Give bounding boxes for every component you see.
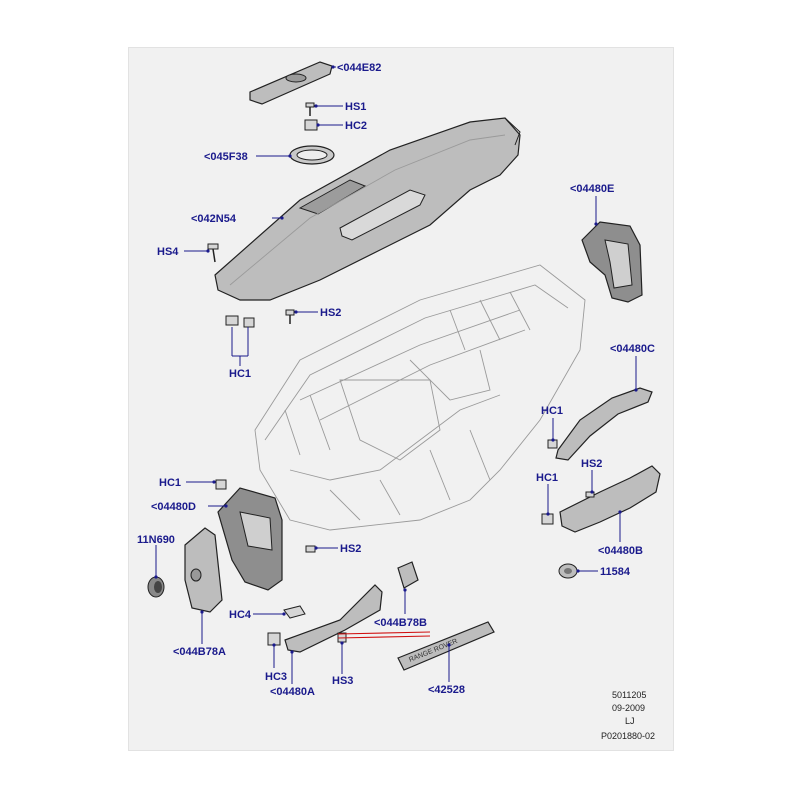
meta-ref: P0201880-02 [601,731,656,741]
label-04480A: <04480A [270,686,315,698]
label-045F38: <045F38 [204,151,248,163]
leader-lines [155,66,637,684]
label-044B78A: <044B78A [173,646,226,658]
meta-initials: LJ [625,716,635,726]
label-hc1-left: HC1 [159,477,181,489]
hs2-left-screw [305,545,316,553]
label-04480D: <04480D [151,501,196,513]
dash-top-pad-part [214,117,521,301]
knob-part [147,576,165,598]
label-hc1-right2: HC1 [536,472,558,484]
dashboard-ghost [254,264,586,531]
hs4-screw [207,243,219,263]
right-end-panel-part [581,221,643,303]
label-hc4: HC4 [229,609,252,621]
label-04480E: <04480E [570,183,614,195]
label-hs2-right: HS2 [581,458,602,470]
label-hs3: HS3 [332,675,353,687]
speaker-ring-part [289,145,335,165]
meta-date: 09-2009 [612,703,646,713]
label-hs2-top: HS2 [320,307,341,319]
hs1-screw [305,102,315,116]
label-04480C: <04480C [610,343,655,355]
hc4-clip [283,605,306,619]
hs2-right-screw [585,491,595,498]
label-04480B: <04480B [598,545,643,557]
label-hc3: HC3 [265,671,287,683]
label-044B78B: <044B78B [374,617,427,629]
part-labels: <044E82 HS1 HC2 <045F38 <042N54 HS4 HS2 … [137,62,655,698]
lower-center-trim-part [267,584,383,653]
small-cover-part [397,561,419,589]
hc2-clip [304,119,318,131]
hc1-top-clips [225,315,255,328]
label-11N690: 11N690 [137,534,175,546]
label-hc2: HC2 [345,120,367,132]
top-cover-part [249,61,333,105]
label-hc1-right: HC1 [541,405,563,417]
hc1-left-clip [215,479,227,490]
label-42528: <42528 [428,684,465,696]
label-11584: 11584 [600,566,631,578]
emblem-plate-part [397,621,495,671]
lower-right-trim-part [559,465,661,533]
label-hs1: HS1 [345,101,366,113]
left-end-panel-part [217,487,283,591]
leader-dots [154,65,638,654]
label-044E82: <044E82 [337,62,381,74]
vent-round-part [558,563,578,579]
right-trim-strip-part [555,387,653,461]
meta-code: 5011205 [612,690,647,700]
highlight-lines [337,631,431,639]
label-042N54: <042N54 [191,213,237,225]
label-hs2-left: HS2 [340,543,361,555]
label-hs4: HS4 [157,246,179,258]
hs2-top-screw [285,309,295,324]
left-side-cover-part [184,527,223,613]
label-hc1-top: HC1 [229,368,251,380]
